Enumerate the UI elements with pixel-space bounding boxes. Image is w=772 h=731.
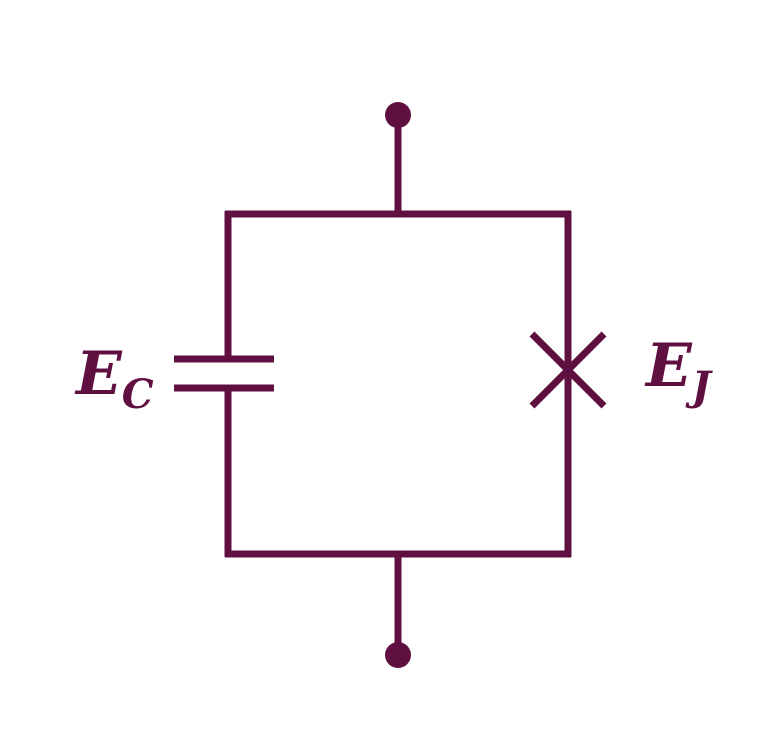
junction-cross-b xyxy=(529,331,607,409)
capacitor-label-sub: C xyxy=(122,371,154,418)
bottom-terminal-node xyxy=(385,642,411,668)
top-terminal-node xyxy=(385,102,411,128)
capacitor-symbol xyxy=(174,355,274,392)
top-terminal xyxy=(385,102,411,214)
capacitor-label: EC xyxy=(74,339,154,418)
junction-label-main: E xyxy=(644,331,693,401)
josephson-junction-symbol xyxy=(529,331,607,409)
circuit-loop xyxy=(224,210,572,558)
junction-label: EJ xyxy=(644,331,714,410)
bottom-terminal xyxy=(385,554,411,668)
capacitor-label-main: E xyxy=(74,339,123,409)
